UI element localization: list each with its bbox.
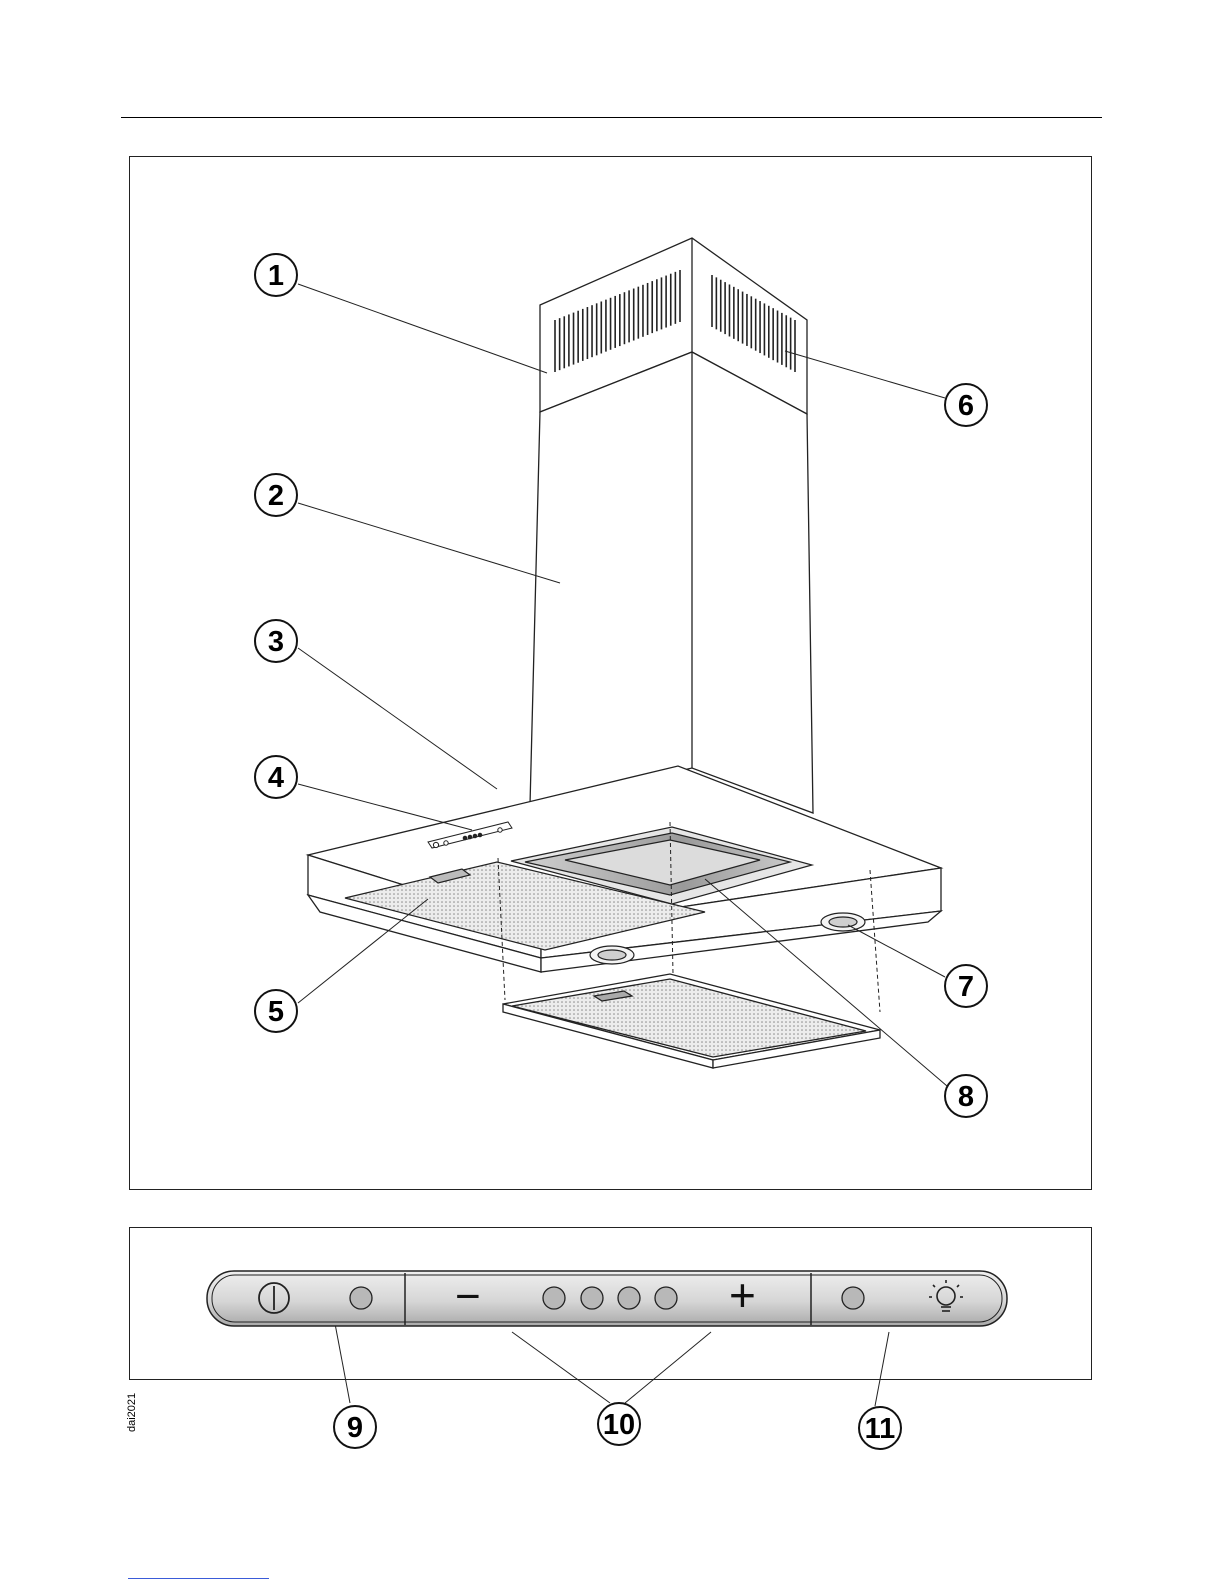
minus-button[interactable]: − xyxy=(455,1272,481,1322)
callout-number: 1 xyxy=(268,260,284,292)
callout-3: 3 xyxy=(255,620,297,662)
power-indicator xyxy=(350,1287,372,1309)
grease-filter-removed xyxy=(503,974,880,1068)
callout-1: 1 xyxy=(255,254,297,296)
callout-11: 11 xyxy=(859,1407,901,1449)
callout-number: 9 xyxy=(347,1412,363,1444)
callout-number: 11 xyxy=(865,1413,896,1445)
callout-number: 4 xyxy=(268,762,284,794)
callout-2: 2 xyxy=(255,474,297,516)
callout-number: 2 xyxy=(268,480,284,512)
callout-10: 10 xyxy=(598,1403,640,1445)
callout-number: 10 xyxy=(603,1409,635,1441)
callout-number: 7 xyxy=(958,971,974,1003)
plus-button[interactable]: + xyxy=(729,1270,756,1320)
callout-number: 8 xyxy=(958,1081,974,1113)
control-panel xyxy=(207,1271,1007,1326)
callout-9: 9 xyxy=(334,1406,376,1448)
callout-number: 3 xyxy=(268,626,284,658)
callout-5: 5 xyxy=(255,990,297,1032)
callout-number: 6 xyxy=(958,390,974,422)
callout-number: 5 xyxy=(268,996,284,1028)
callout-7: 7 xyxy=(945,965,987,1007)
figure-code: dai2021 xyxy=(126,1393,138,1432)
callout-6: 6 xyxy=(945,384,987,426)
chimney-lower-section xyxy=(530,352,813,813)
callout-8: 8 xyxy=(945,1075,987,1117)
footer-link-underline xyxy=(128,1578,269,1579)
callout-4: 4 xyxy=(255,756,297,798)
light-indicator xyxy=(842,1287,864,1309)
